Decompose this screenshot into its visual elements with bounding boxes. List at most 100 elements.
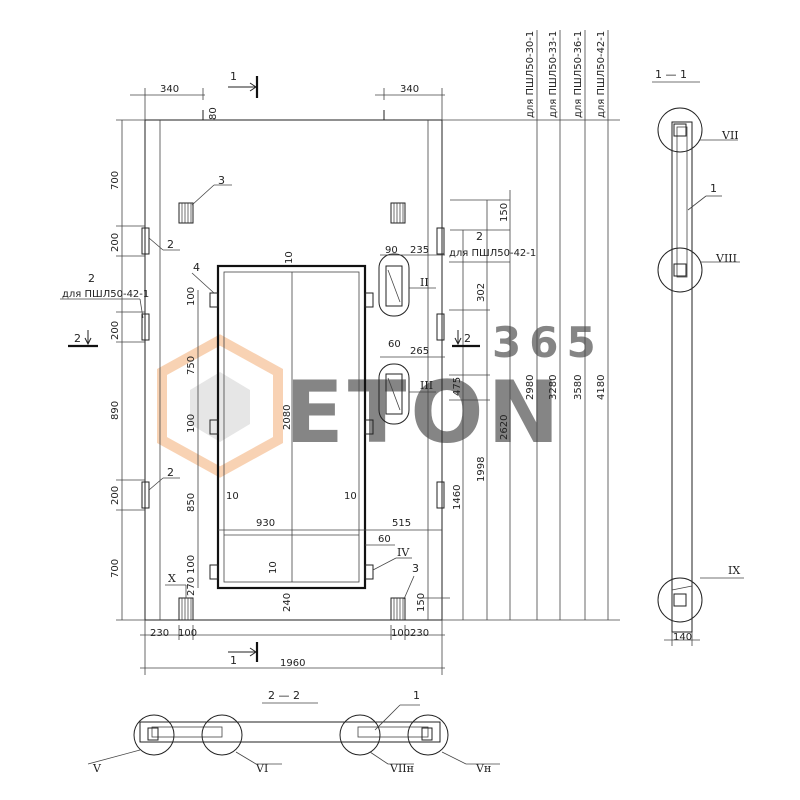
detail-VIII-circle (657, 247, 703, 293)
dim-inner-850: 850 (186, 493, 197, 512)
cut-marker-1-top: 1 (228, 70, 259, 98)
dim-right-1460: 1460 (452, 485, 463, 510)
series-height-4180: 4180 (596, 375, 607, 400)
detail-VII-circle (657, 107, 703, 153)
dim-inner-10-left: 10 (226, 491, 239, 502)
dim-section-1-1-140: 140 (673, 632, 692, 643)
dim-top-right-340: 340 (400, 84, 419, 95)
pos-3-top: 3 (218, 174, 225, 187)
dim-top-left-340: 340 (160, 84, 179, 95)
dimension-texts: 340 340 80 700 200 200 890 200 700 230 1… (110, 31, 607, 669)
dim-inner-750: 750 (186, 356, 197, 375)
dim-inner-515: 515 (392, 518, 411, 529)
series-label-30: для ПШЛ50-30-1 (525, 31, 536, 118)
series-height-3280: 3280 (548, 375, 559, 400)
dim-inner-930: 930 (256, 518, 275, 529)
pos-3-bottom: 3 (412, 562, 419, 575)
dim-right-302: 302 (476, 283, 487, 302)
left-callout-num: 2 (88, 272, 95, 285)
dim-bottom-230-right: 230 (410, 628, 429, 639)
dim-right-150: 150 (499, 203, 510, 222)
position-callouts: 2 для ПШЛ50-42-1 2 для ПШЛ50-42-1 3 2 2 … (60, 174, 536, 600)
cut-marker-2-right: 2 (452, 330, 480, 348)
dim-inner-2080: 2080 (282, 405, 293, 430)
dim-bottom-100-left: 100 (178, 628, 197, 639)
dim-right-235: 235 (410, 245, 429, 256)
detail-label-III: III (420, 379, 433, 392)
dim-bottom-230-left: 230 (150, 628, 169, 639)
cut-marker-2-left-label: 2 (74, 332, 81, 345)
series-label-42: для ПШЛ50-42-1 (596, 31, 607, 118)
detail-label-VIIn: VIIн (389, 762, 414, 775)
lifting-loop-top-right (390, 202, 406, 224)
dim-left-200-a: 200 (110, 233, 121, 252)
cut-marker-2-left: 2 (68, 330, 98, 348)
detail-III-callout (378, 363, 410, 425)
dim-inner-240: 240 (282, 593, 293, 612)
dim-inner-10-right: 10 (344, 491, 357, 502)
detail-label-V: V (92, 762, 102, 775)
pos-2-left-a: 2 (167, 238, 174, 251)
detail-label-IX: IX (728, 564, 740, 577)
lifting-loop-bottom-right (390, 597, 406, 621)
right-callout-text: для ПШЛ50-42-1 (449, 248, 536, 259)
detail-V-circle (133, 714, 175, 756)
detail-label-X: X (168, 572, 176, 585)
detail-label-Vn: Vн (475, 762, 491, 775)
pos-1-section-1-1: 1 (710, 182, 717, 195)
dim-inner-100-c: 100 (186, 555, 197, 574)
detail-II-callout (378, 253, 410, 317)
detail-VI-circle (201, 714, 243, 756)
detail-Vn-circle (407, 714, 449, 756)
dim-right-60: 60 (388, 339, 401, 350)
section-2-2-view: 2 — 2 1 V VI VIIн Vн (87, 689, 500, 775)
dim-inner-60: 60 (378, 534, 391, 545)
dim-left-700-top: 700 (110, 171, 121, 190)
dim-left-700-bottom: 700 (110, 559, 121, 578)
series-height-2980: 2980 (525, 375, 536, 400)
left-callout-text: для ПШЛ50-42-1 (62, 289, 149, 300)
dim-inner-100-a: 100 (186, 287, 197, 306)
section-1-1-title: 1 — 1 (655, 68, 687, 81)
detail-VIIn-circle (339, 714, 381, 756)
detail-label-VII: VII (721, 129, 739, 142)
dim-inner-150-low: 150 (416, 593, 427, 612)
dim-right-90: 90 (385, 245, 398, 256)
dim-bottom-1960: 1960 (280, 658, 305, 669)
cut-marker-1-top-label: 1 (230, 70, 237, 83)
lifting-loop-bottom-left (178, 597, 194, 621)
pos-2-left-b: 2 (167, 466, 174, 479)
detail-IX-circle (657, 577, 703, 623)
detail-label-VIII: VIII (715, 252, 737, 265)
dim-inner-10-top: 10 (284, 251, 295, 264)
watermark-number: 365 (492, 318, 604, 367)
section-1-1-view: 1 — 1 VII 1 VIII IX 140 (652, 68, 744, 646)
dim-left-200-c: 200 (110, 486, 121, 505)
series-label-33: для ПШЛ50-33-1 (548, 31, 559, 118)
detail-label-VI: VI (255, 762, 268, 775)
dim-inner-100-b: 100 (186, 414, 197, 433)
series-height-3580: 3580 (573, 375, 584, 400)
dim-inner-270: 270 (186, 577, 197, 596)
dim-right-1998: 1998 (476, 457, 487, 482)
right-callout-num: 2 (476, 230, 483, 243)
cut-marker-1-bottom: 1 (228, 642, 259, 667)
dim-right-265: 265 (410, 346, 429, 357)
cut-marker-2-right-label: 2 (464, 332, 471, 345)
detail-label-IV: IV (397, 546, 410, 559)
dim-top-80: 80 (208, 107, 219, 120)
watermark-brand: ETON (285, 363, 564, 463)
dim-left-200-b: 200 (110, 321, 121, 340)
dim-right-475: 475 (452, 377, 463, 396)
section-2-2-title: 2 — 2 (268, 689, 300, 702)
pos-1-section-2-2: 1 (413, 689, 420, 702)
dim-right-2620: 2620 (499, 415, 510, 440)
pos-4: 4 (193, 261, 200, 274)
main-panel-view (141, 110, 445, 621)
series-label-36: для ПШЛ50-36-1 (573, 31, 584, 118)
detail-label-II: II (420, 276, 429, 289)
cut-marker-1-bottom-label: 1 (230, 654, 237, 667)
watermark: 365 ETON (157, 318, 604, 478)
dim-left-890: 890 (110, 401, 121, 420)
